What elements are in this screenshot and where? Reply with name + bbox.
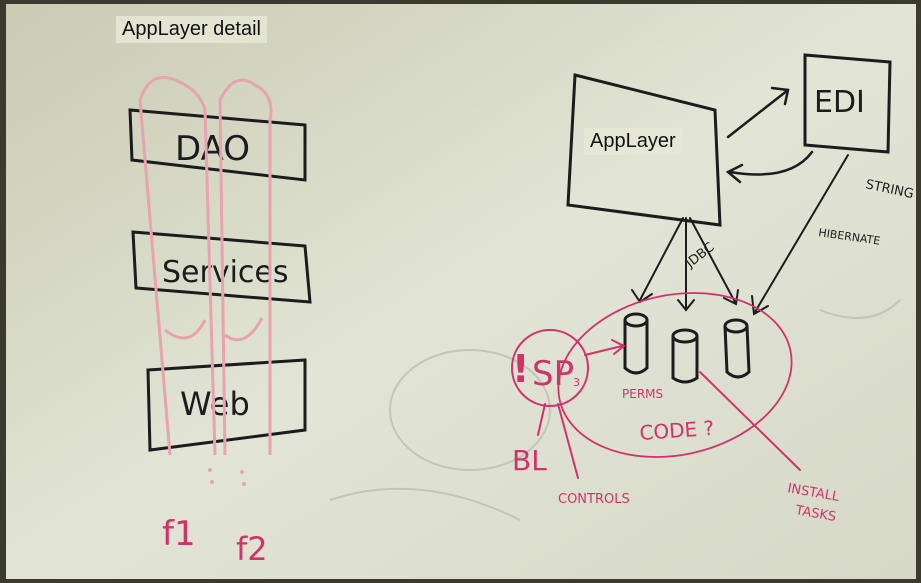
tasks-text: TASKS	[793, 503, 837, 525]
sp-to-db-arrow	[584, 339, 626, 356]
f2-label: f2	[236, 530, 268, 568]
arrow-to-db3	[689, 217, 739, 306]
services-text: Services	[162, 255, 289, 290]
code-text: CODE ?	[639, 416, 715, 445]
dao-text: DAO	[175, 129, 250, 169]
ghost-marks	[329, 299, 901, 521]
db-to-install-line	[699, 371, 801, 471]
f1-label: f1	[162, 514, 196, 554]
db-region-outline	[557, 292, 793, 458]
sp-circle	[511, 329, 589, 407]
sp-sub-text: 3	[573, 376, 580, 389]
whiteboard-surface	[6, 4, 916, 579]
feature-dots	[208, 468, 246, 486]
arrow-applayer-to-edi	[726, 86, 790, 139]
arrow-edi-to-db	[751, 154, 849, 316]
applayer-box	[566, 73, 722, 227]
edi-text: EDI	[814, 85, 865, 120]
sp-text: SP	[532, 354, 574, 394]
database-perms-icon	[623, 312, 649, 375]
sp-to-bl-line	[537, 403, 546, 436]
services-box	[131, 230, 312, 304]
database-tasks-icon	[723, 318, 751, 379]
page-title: AppLayer detail	[116, 16, 267, 43]
dao-box	[128, 108, 307, 182]
sp-to-controls-line	[557, 403, 579, 479]
controls-text: CONTROLS	[558, 492, 630, 507]
arrow-edi-to-applayer	[725, 150, 814, 184]
applayer-label: AppLayer	[584, 128, 682, 155]
edi-box	[803, 53, 892, 154]
sp-exclaim: !	[512, 347, 529, 391]
bl-text: BL	[512, 444, 547, 477]
web-box	[146, 358, 307, 452]
perms-text: PERMS	[622, 387, 663, 401]
database-code-icon	[671, 328, 699, 384]
feature-loops	[138, 76, 273, 456]
